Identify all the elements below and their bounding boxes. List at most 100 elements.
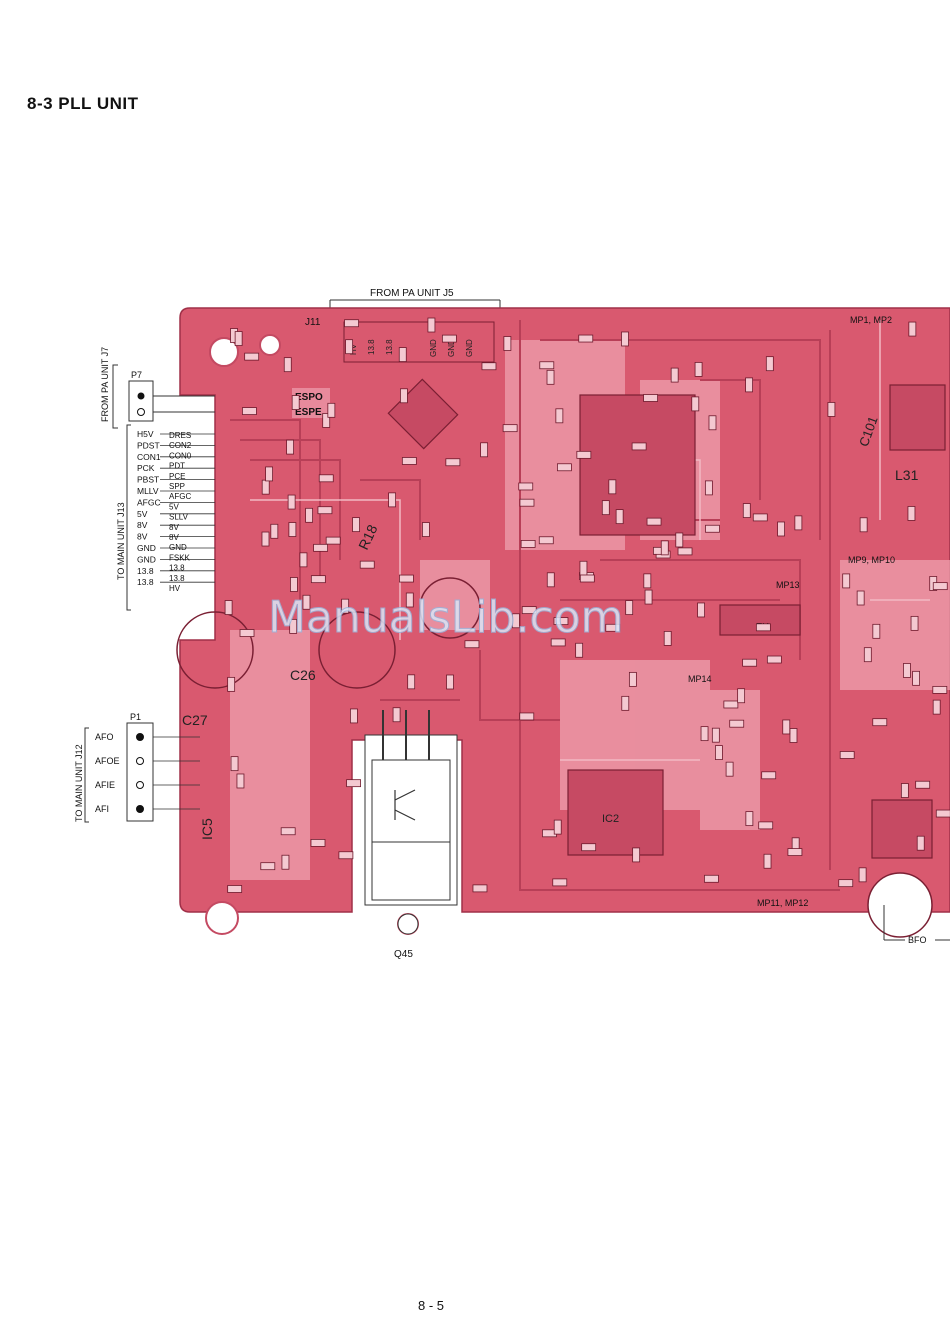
smd-component xyxy=(341,598,350,614)
smd-component xyxy=(261,479,270,495)
capacitor-c26 xyxy=(318,611,396,689)
mounting-hole-bottom-left xyxy=(205,901,239,935)
smd-component xyxy=(407,674,416,690)
smd-component xyxy=(581,843,597,852)
smd-component xyxy=(446,674,454,690)
j13-board-pin-label: SPP xyxy=(169,482,185,491)
smd-component xyxy=(782,719,791,735)
smd-component xyxy=(579,560,588,576)
smd-component xyxy=(729,719,745,728)
smd-component xyxy=(520,540,536,548)
smd-component xyxy=(234,331,243,346)
smd-component xyxy=(289,618,298,634)
smd-component xyxy=(737,688,746,704)
j13-pin-label: 8V xyxy=(137,520,148,530)
smd-component xyxy=(555,408,564,424)
smd-component xyxy=(872,623,881,639)
smd-component xyxy=(715,745,723,760)
j13-board-pin-label: 8V xyxy=(169,533,179,542)
smd-component xyxy=(677,547,693,556)
p1-pin-label: AFOE xyxy=(95,756,120,766)
smd-component xyxy=(239,629,255,637)
smd-component xyxy=(227,676,236,692)
smd-component xyxy=(400,388,408,404)
smd-component xyxy=(539,361,555,370)
smd-component xyxy=(538,536,554,545)
smd-component xyxy=(280,827,296,836)
smd-component xyxy=(227,885,243,893)
smd-component xyxy=(557,463,572,472)
smd-component xyxy=(502,424,518,433)
smd-component xyxy=(521,606,537,615)
bfo-leader: BFO xyxy=(883,905,950,945)
smd-component xyxy=(915,780,931,789)
j13-pin-label: H5V xyxy=(137,429,154,439)
smd-component xyxy=(445,458,461,467)
smd-component xyxy=(643,573,652,589)
smd-component xyxy=(392,707,401,723)
to-main-j12-label: TO MAIN UNIT J12 xyxy=(74,744,84,822)
smd-component xyxy=(344,319,359,328)
p7-label: P7 xyxy=(131,370,142,380)
smd-component xyxy=(615,509,624,525)
smd-component xyxy=(723,700,739,709)
smd-component xyxy=(346,779,361,788)
p1-label: P1 xyxy=(130,712,141,722)
mp9-label: MP9, MP10 xyxy=(848,555,895,565)
j11-pin-2: 13.8 xyxy=(367,339,376,355)
smd-component xyxy=(327,402,336,418)
j13-board-pin-label: AFGC xyxy=(169,492,191,501)
smd-component xyxy=(787,848,803,856)
smd-component xyxy=(625,600,634,616)
smd-component xyxy=(286,439,294,455)
page-heading: 8-3 PLL UNIT xyxy=(27,94,139,113)
smd-component xyxy=(777,521,785,537)
smd-component xyxy=(660,540,669,556)
pcb-traces xyxy=(230,320,840,891)
smd-component xyxy=(605,623,621,632)
page-number: 8 - 5 xyxy=(418,1298,445,1313)
smd-component xyxy=(621,695,630,711)
smd-component xyxy=(224,600,233,615)
smd-component xyxy=(912,670,920,686)
smd-component xyxy=(288,522,297,537)
mp11-label: MP11, MP12 xyxy=(757,898,808,908)
ic-packages xyxy=(387,378,946,859)
smd-component xyxy=(704,874,719,883)
smd-component xyxy=(464,640,480,649)
smd-component xyxy=(578,334,594,343)
smd-component xyxy=(700,726,709,742)
smd-component xyxy=(745,811,754,827)
smd-component xyxy=(827,402,836,417)
smd-component xyxy=(317,506,333,515)
mp1-label: MP1, MP2 xyxy=(850,315,892,325)
p1-pin-label: AFI xyxy=(95,804,109,814)
smd-component xyxy=(512,613,520,629)
j13-board-pin-label: HV xyxy=(169,584,181,593)
p1-pin xyxy=(136,805,144,813)
q45-label: Q45 xyxy=(394,949,413,960)
smd-component xyxy=(242,407,257,415)
smd-component xyxy=(761,771,777,780)
smd-component xyxy=(742,503,751,518)
smd-component xyxy=(794,515,803,531)
smd-component xyxy=(576,450,592,459)
j13-connector: TO MAIN UNIT J13 H5VPDSTCON1PCKPBSTMLLVA… xyxy=(116,424,215,611)
smd-component xyxy=(480,442,489,458)
mounting-hole-top xyxy=(259,334,281,356)
j13-pin-label: MLLV xyxy=(137,486,159,496)
smd-component xyxy=(579,574,595,583)
smd-component xyxy=(310,575,326,584)
smd-component xyxy=(546,369,555,385)
smd-component xyxy=(856,590,865,606)
j11-pin-6: GND xyxy=(465,339,474,357)
smd-component xyxy=(752,513,768,522)
smd-component xyxy=(546,572,555,588)
smd-component xyxy=(863,647,872,663)
smd-component xyxy=(405,592,414,608)
smd-component xyxy=(910,615,919,631)
smd-component xyxy=(842,573,851,589)
smd-component xyxy=(900,783,909,798)
smd-component xyxy=(291,395,300,410)
